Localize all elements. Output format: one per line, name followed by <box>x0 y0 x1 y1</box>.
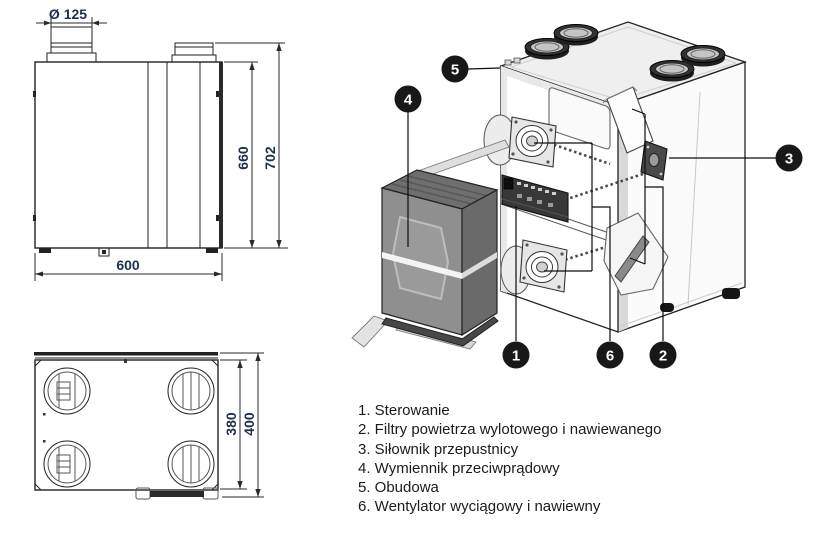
callout-number: 3 <box>785 150 793 167</box>
duct-stub-right <box>174 42 214 56</box>
duct-stub-left <box>50 26 93 54</box>
duct-collar <box>524 38 570 60</box>
callout-4: 4 <box>394 85 422 113</box>
callout-number: 1 <box>512 347 520 364</box>
foot <box>206 248 218 253</box>
supply-fan <box>500 239 568 295</box>
duct-collar <box>553 24 599 46</box>
dim-depth-380: 380 <box>220 359 247 490</box>
callout-number: 5 <box>451 61 459 78</box>
drain-stub <box>98 247 110 257</box>
foot <box>660 303 674 312</box>
callout-number: 2 <box>659 347 667 364</box>
dim-height-702: 702 <box>215 42 285 248</box>
damper-actuator <box>640 140 668 181</box>
legend-item-5: 5. Obudowa <box>358 479 439 497</box>
callout-number: 4 <box>404 91 413 108</box>
dim-label-diameter: Ø 125 <box>49 6 87 22</box>
parts-legend: 1. Sterowanie 2. Filtry powietrza wyloto… <box>358 401 758 517</box>
dim-label-width: 600 <box>116 257 140 273</box>
callout-6: 6 <box>596 341 624 369</box>
front-view: Ø 125 600 660 702 <box>33 6 288 281</box>
duct-opening <box>43 367 91 415</box>
duct-collar <box>649 60 695 82</box>
duct-opening <box>167 367 215 415</box>
dim-diameter-125: Ø 125 <box>36 6 107 30</box>
callout-2: 2 <box>649 341 677 369</box>
dim-label-depth-total: 400 <box>241 412 257 436</box>
dim-depth-400: 400 <box>220 352 264 498</box>
heat-exchanger-block <box>380 169 499 347</box>
divider-cutout <box>548 87 611 150</box>
legend-item-2: 2. Filtry powietrza wylotowego i nawiewa… <box>358 421 662 439</box>
dim-label-height-inner: 660 <box>235 146 251 170</box>
duct-opening <box>167 440 215 488</box>
dim-height-660: 660 <box>224 61 288 249</box>
dim-label-height-total: 702 <box>262 146 278 170</box>
callout-leaders <box>407 67 776 341</box>
duct-collar <box>680 45 726 67</box>
duct-opening <box>43 440 91 488</box>
foot <box>39 248 51 253</box>
slide-rail <box>351 315 389 348</box>
dim-width-600: 600 <box>34 253 223 281</box>
callout-3: 3 <box>775 144 803 172</box>
foot <box>722 288 740 299</box>
legend-item-4: 4. Wymiennik przeciwprądowy <box>358 459 560 477</box>
legend-item-3: 3. Siłownik przepustnicy <box>358 440 519 458</box>
exhaust-fan <box>483 114 557 168</box>
legend-item-6: 6. Wentylator wyciągowy i nawiewny <box>358 498 601 516</box>
callout-5: 5 <box>441 55 469 83</box>
callout-number: 6 <box>606 347 614 364</box>
controller-board <box>501 174 569 223</box>
dim-label-depth-inner: 380 <box>223 412 239 436</box>
bottom-view: 380 400 <box>34 352 264 500</box>
casing-front-outline <box>34 61 223 249</box>
legend-item-1: 1. Sterowanie <box>358 402 450 419</box>
isometric-view: 5 4 3 1 6 2 <box>351 21 803 369</box>
handle <box>135 487 219 500</box>
callout-1: 1 <box>502 341 530 369</box>
